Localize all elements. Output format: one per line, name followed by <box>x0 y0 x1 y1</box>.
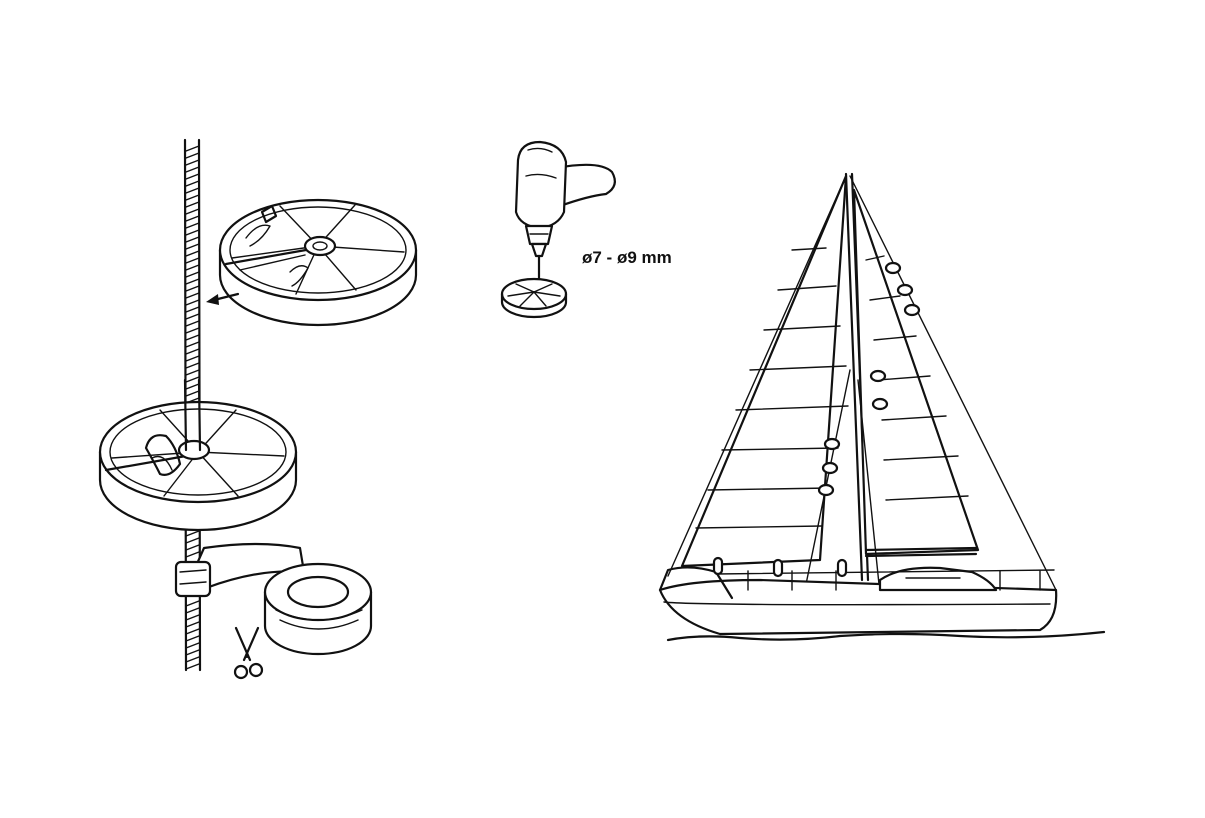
disc-marker-icon <box>871 397 889 411</box>
sailboat-icon <box>658 172 1106 642</box>
fender-icon <box>836 558 848 578</box>
disc-marker-icon <box>896 283 914 297</box>
disc-marker-icon <box>884 261 902 275</box>
tape-roll-icon <box>174 542 373 656</box>
disc-marker-icon <box>903 303 921 317</box>
disc-marker-icon <box>869 369 887 383</box>
disc-marker-icon <box>821 461 839 475</box>
disc-marker-icon <box>823 437 841 451</box>
drill-diameter-label: ø7 - ø9 mm <box>582 248 672 267</box>
fender-icon <box>772 558 784 578</box>
drill-icon <box>500 140 617 319</box>
disc-icon-upper <box>218 198 418 327</box>
scissors-icon <box>233 626 264 680</box>
arrow-icon <box>206 292 240 305</box>
disc-icon-lower <box>98 378 298 532</box>
disc-marker-icon <box>817 483 835 497</box>
fender-icon <box>712 556 724 576</box>
